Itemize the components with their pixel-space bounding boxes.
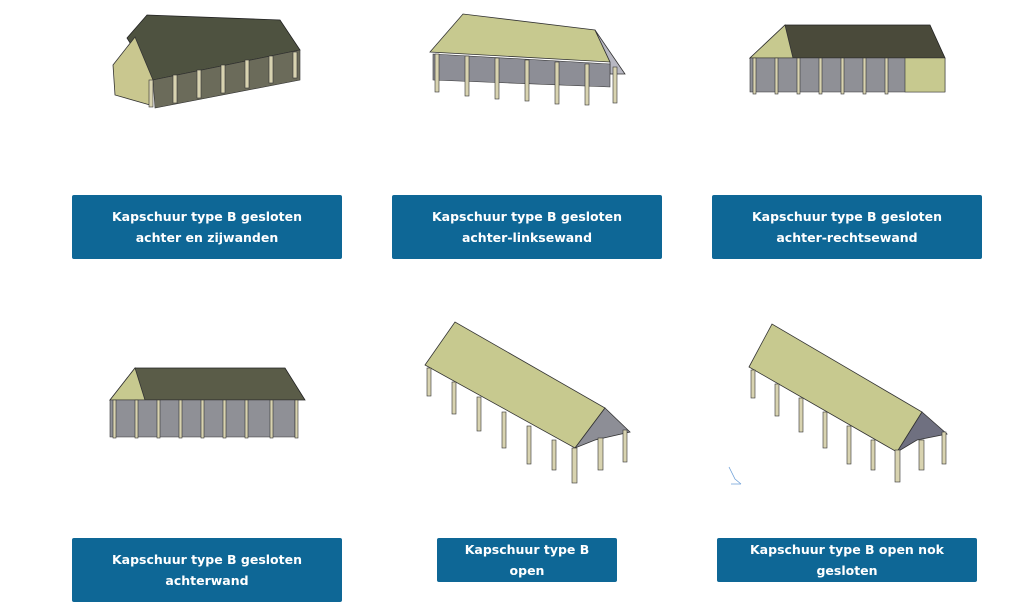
shed-open-icon <box>424 321 631 484</box>
product-button-label-2: Kapschuur type B gesloten achter-linksew… <box>431 209 622 245</box>
product-button-label-1: Kapschuur type B gesloten achter en zijw… <box>111 209 302 245</box>
shed-closed-back-left-icon <box>429 13 626 106</box>
product-button-3[interactable]: Kapschuur type B gesloten achter-rechtse… <box>712 195 982 259</box>
product-button-label-3: Kapschuur type B gesloten achter-rechtse… <box>751 209 942 245</box>
shed-closed-back-right-icon <box>748 24 946 95</box>
product-button-label-4: Kapschuur type B gesloten achterwand <box>111 552 302 588</box>
product-button-5[interactable]: Kapschuur type B open <box>437 538 617 582</box>
shed-closed-back-icon <box>109 367 306 439</box>
product-image-3[interactable] <box>745 20 950 100</box>
product-image-1[interactable] <box>105 10 305 110</box>
product-button-6[interactable]: Kapschuur type B open nok gesloten <box>717 538 977 582</box>
product-button-label-6: Kapschuur type B open nok gesloten <box>750 542 944 578</box>
product-image-2[interactable] <box>425 12 630 107</box>
shed-open-ridge-closed-icon <box>728 323 948 485</box>
product-button-label-5: Kapschuur type B open <box>464 542 590 578</box>
product-image-6[interactable] <box>727 322 952 487</box>
product-image-5[interactable] <box>420 320 635 485</box>
product-button-4[interactable]: Kapschuur type B gesloten achterwand <box>72 538 342 602</box>
product-button-2[interactable]: Kapschuur type B gesloten achter-linksew… <box>392 195 662 259</box>
product-image-4[interactable] <box>105 365 310 445</box>
shed-closed-back-sides-icon <box>112 14 301 109</box>
product-button-1[interactable]: Kapschuur type B gesloten achter en zijw… <box>72 195 342 259</box>
